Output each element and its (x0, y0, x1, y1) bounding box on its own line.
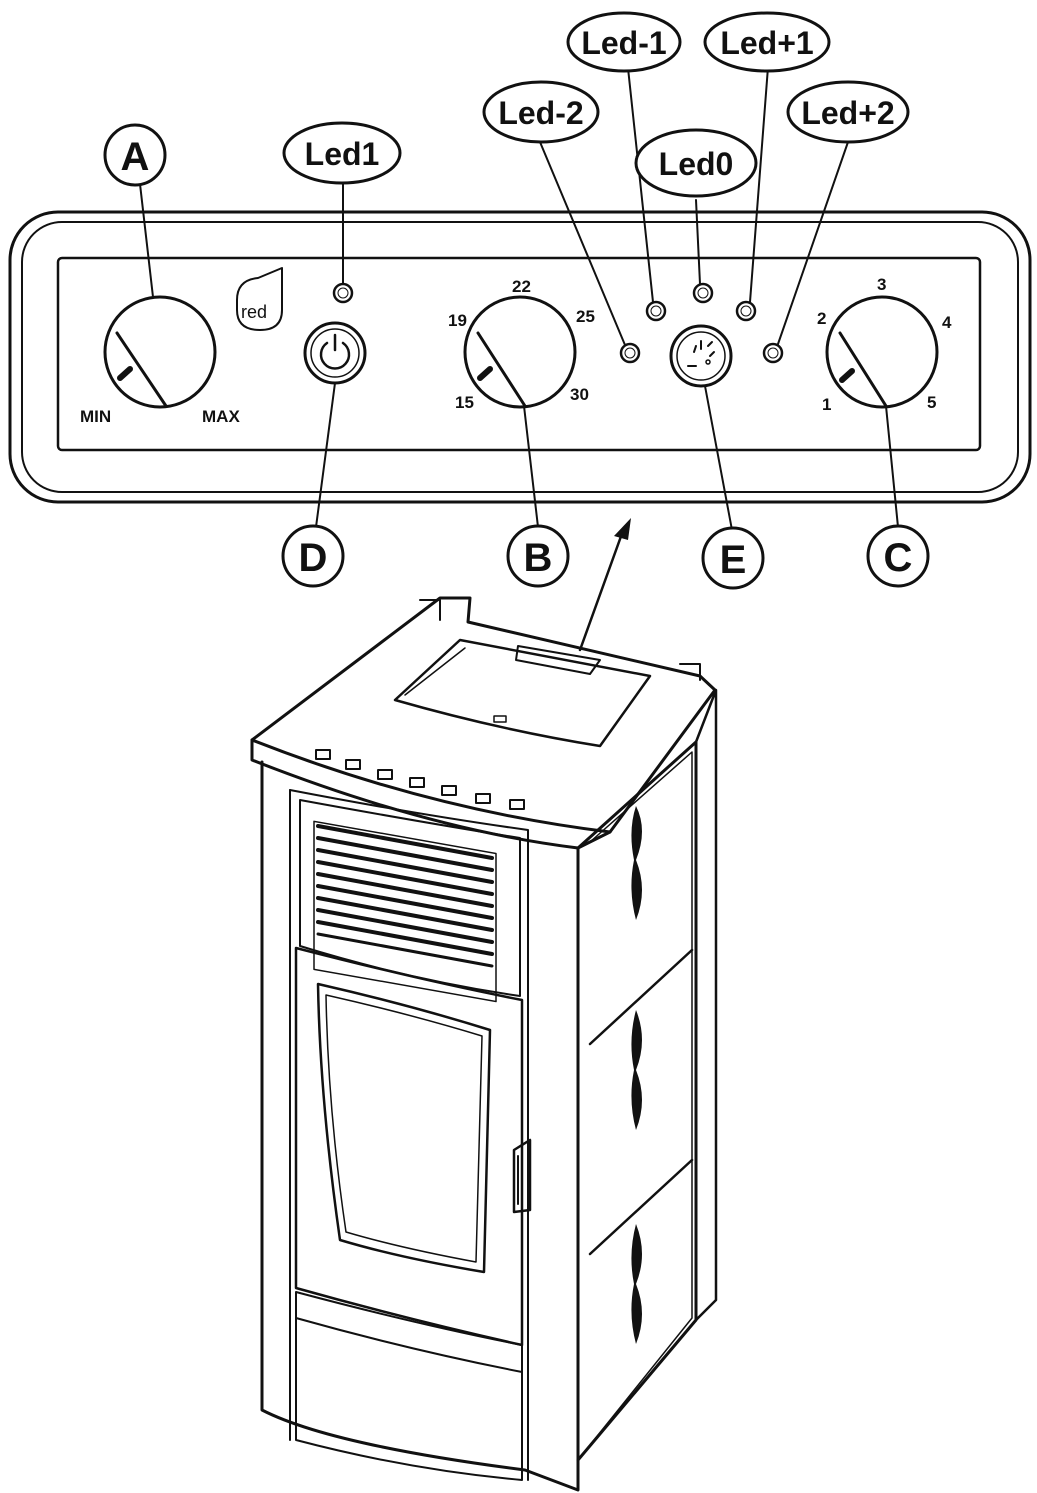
callout-led-minus-2: Led-2 (482, 80, 600, 144)
svg-text:E: E (720, 538, 747, 582)
side-vent-decoration (631, 806, 642, 1344)
knob-b-scale-30: 30 (570, 385, 589, 404)
svg-text:red: red (241, 302, 267, 322)
knob-a-min-label: MIN (80, 407, 111, 426)
knob-c-scale-2: 2 (817, 309, 826, 328)
power-icon (319, 341, 351, 370)
knob-b-scale-15: 15 (455, 393, 474, 412)
callout-led1: Led1 (282, 121, 402, 185)
svg-text:C: C (884, 536, 913, 580)
pellet-stove (250, 596, 718, 1492)
leader-lines (139, 66, 899, 531)
led-0 (692, 282, 714, 304)
knob-b-scale-22: 22 (512, 277, 531, 296)
callout-d: D (281, 524, 345, 588)
callout-b: B (506, 524, 570, 588)
svg-text:Led-1: Led-1 (581, 25, 666, 61)
callout-c: C (866, 524, 930, 588)
stove-top-buttons (315, 749, 525, 810)
knob-c[interactable] (825, 295, 939, 409)
led-plus-1 (735, 300, 757, 322)
led-minus-1 (645, 300, 667, 322)
knob-c-scale-5: 5 (927, 393, 936, 412)
power-button[interactable] (303, 321, 367, 385)
knob-c-scale-3: 3 (877, 275, 886, 294)
svg-text:B: B (524, 536, 553, 580)
callout-e: E (701, 526, 765, 590)
svg-text:Led0: Led0 (659, 146, 734, 182)
knob-a-max-label: MAX (202, 407, 240, 426)
led-plus-2 (762, 342, 784, 364)
control-panel (8, 210, 1032, 504)
door-handle (512, 1138, 532, 1214)
knob-c-scale-1: 1 (822, 395, 831, 414)
flame-icon (687, 340, 715, 367)
red-logo: red (236, 267, 283, 331)
callout-led-minus-1: Led-1 (566, 11, 682, 73)
knob-b[interactable] (463, 295, 577, 409)
knob-a[interactable] (103, 295, 217, 409)
knob-b-scale-25: 25 (576, 307, 595, 326)
zoom-arrow (578, 518, 631, 652)
callout-led-plus-1: Led+1 (703, 11, 831, 73)
knob-c-scale-4: 4 (942, 313, 952, 332)
button-e[interactable] (669, 324, 733, 388)
svg-text:Led+1: Led+1 (720, 25, 813, 61)
led-1 (332, 282, 354, 304)
svg-text:Led1: Led1 (305, 136, 380, 172)
svg-text:D: D (299, 536, 328, 580)
svg-text:Led+2: Led+2 (801, 95, 894, 131)
svg-text:Led-2: Led-2 (498, 95, 583, 131)
callout-led-plus-2: Led+2 (786, 80, 910, 144)
stove-grille (313, 820, 497, 1003)
callout-a: A (103, 123, 167, 187)
svg-text:A: A (121, 135, 150, 179)
knob-b-scale-19: 19 (448, 311, 467, 330)
led-minus-2 (619, 342, 641, 364)
callout-led0: Led0 (634, 128, 758, 198)
